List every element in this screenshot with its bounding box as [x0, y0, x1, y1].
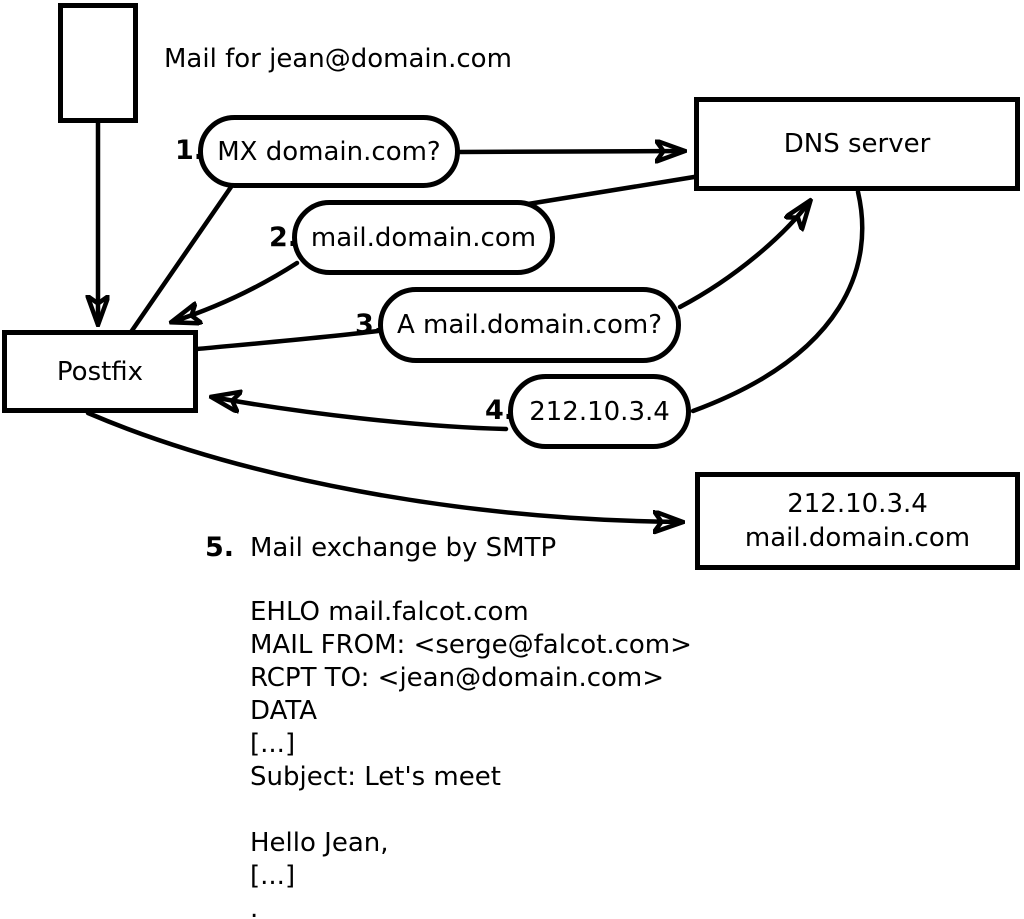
- step5-label: Mail exchange by SMTP: [250, 533, 557, 563]
- step3-query-label: A mail.domain.com?: [397, 310, 662, 340]
- step2-response-label: mail.domain.com: [310, 222, 537, 253]
- step1-query-label: MX domain.com?: [217, 136, 441, 167]
- step2-number: 2.: [268, 222, 298, 253]
- mail-server-node: 212.10.3.4 mail.domain.com: [695, 472, 1020, 570]
- step3-query-pill: A mail.domain.com?: [378, 287, 681, 363]
- step4-response-label: 212.10.3.4: [529, 396, 670, 427]
- line-dns-to-response2-icon: [525, 174, 697, 207]
- line-postfix-to-query3-icon: [194, 328, 381, 352]
- arrow-query3-to-dns-icon: [677, 201, 810, 310]
- step3-number: 3.: [354, 309, 384, 340]
- step4-response-pill: 212.10.3.4: [508, 374, 691, 449]
- arrow-response4-to-postfix-icon: [212, 397, 509, 432]
- smtp-line-blank: [250, 794, 692, 827]
- step5-number: 5.: [204, 532, 234, 563]
- smtp-line-rcpt-to: RCPT TO: <jean@domain.com>: [250, 663, 665, 693]
- smtp-line-ellipsis-2: [...]: [250, 861, 296, 891]
- smtp-line-subject: Subject: Let's meet: [250, 762, 501, 792]
- step4-number: 4.: [484, 395, 514, 426]
- postfix-node: Postfix: [2, 330, 198, 413]
- smtp-line-mail-from: MAIL FROM: <serge@falcot.com>: [250, 630, 692, 660]
- smtp-session-text: EHLO mail.falcot.com MAIL FROM: <serge@f…: [250, 596, 692, 919]
- smtp-line-data: DATA: [250, 696, 317, 726]
- arrow-response2-to-postfix-icon: [172, 260, 300, 322]
- line-dns-to-response4-icon: [690, 189, 865, 414]
- mail-server-ip-label: 212.10.3.4: [787, 489, 928, 519]
- smtp-line-end-dot: .: [250, 894, 259, 919]
- mail-server-host-label: mail.domain.com: [744, 523, 971, 553]
- step2-response-pill: mail.domain.com: [292, 200, 555, 275]
- line-postfix-to-query1-icon: [128, 184, 234, 335]
- arrow-smtp-to-mailserver-icon: [85, 410, 682, 522]
- smtp-line-hello: Hello Jean,: [250, 828, 389, 858]
- step1-query-pill: MX domain.com?: [198, 115, 460, 188]
- mail-message-icon: [58, 3, 138, 123]
- postfix-node-label: Postfix: [56, 356, 144, 387]
- step1-number: 1.: [174, 135, 204, 166]
- smtp-line-ellipsis-1: [...]: [250, 729, 296, 759]
- arrow-query1-to-dns-icon: [456, 151, 684, 152]
- dns-server-node: DNS server: [694, 97, 1020, 191]
- smtp-line-ehlo: EHLO mail.falcot.com: [250, 597, 529, 627]
- diagram-title: Mail for jean@domain.com: [164, 44, 512, 74]
- dns-server-node-label: DNS server: [783, 129, 931, 159]
